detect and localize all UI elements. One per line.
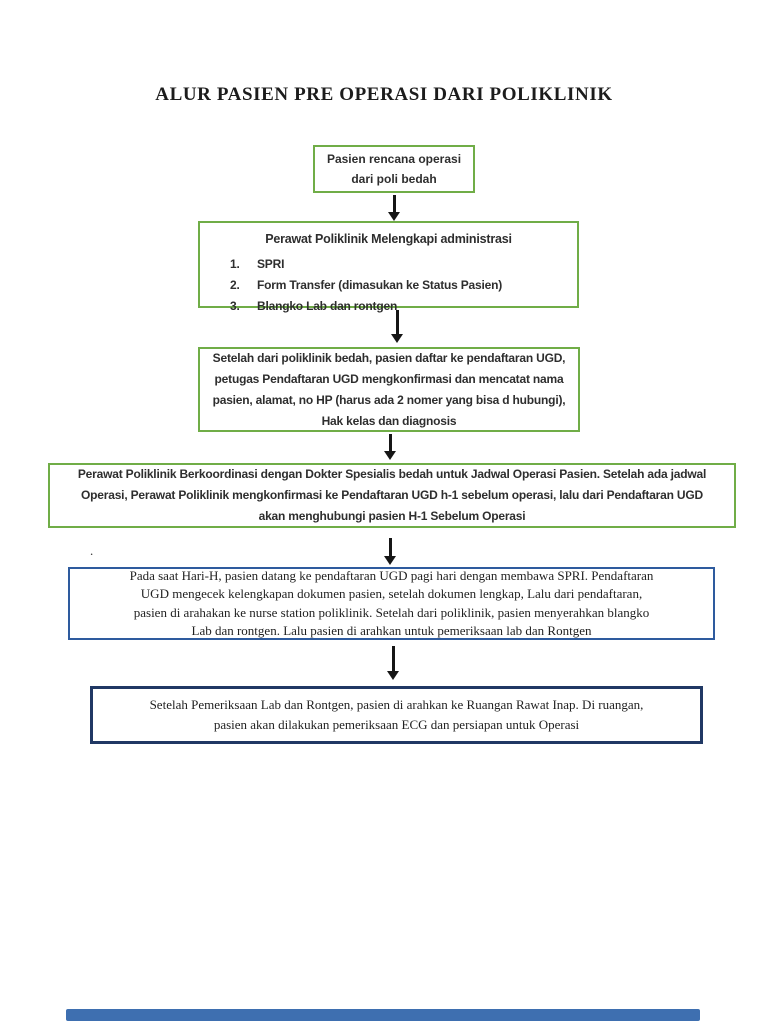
arrow-head-icon: [391, 334, 403, 343]
text-line: pasien di arahakan ke nurse station poli…: [133, 604, 650, 620]
text-line: pasien akan dilakukan pemeriksaan ECG da…: [213, 717, 580, 732]
arrow-stem: [392, 195, 396, 212]
list-number: 3.: [230, 299, 240, 313]
arrow-stem: [388, 538, 392, 556]
arrow-head-icon: [384, 556, 396, 565]
flow-box-perawat-administrasi: Perawat Poliklinik Melengkapi administra…: [198, 221, 579, 313]
flow-arrow-down-3: [384, 434, 396, 460]
list-item: 3. Blangko Lab dan rontgen: [230, 296, 577, 317]
flow-box-hari-h: Pada saat Hari-H, pasien datang ke penda…: [68, 567, 715, 640]
arrow-stem: [391, 646, 395, 671]
list-number: 2.: [230, 278, 240, 292]
text-line: Lab dan rontgen. Lalu pasien di arahkan …: [191, 623, 592, 638]
flow-box-koordinasi-dokter: Perawat Poliklinik Berkoordinasi dengan …: [48, 463, 736, 528]
arrow-stem: [388, 434, 392, 451]
text-line: Perawat Poliklinik Berkoordinasi dengan …: [77, 467, 707, 481]
arrow-head-icon: [384, 451, 396, 460]
stray-dot: .: [90, 543, 94, 558]
text-line: Operasi, Perawat Poliklinik mengkonfirma…: [81, 488, 703, 502]
flow-box-daftar-ugd: Setelah dari poliklinik bedah, pasien da…: [198, 347, 580, 432]
list-number: 1.: [230, 257, 240, 271]
text-line: Setelah dari poliklinik bedah, pasien da…: [212, 350, 566, 365]
text-line: pasien, alamat, no HP (harus ada 2 nomer…: [212, 392, 566, 407]
text-line: UGD mengecek kelengkapan dokumen pasien,…: [140, 586, 643, 601]
flow-box-pasien-rencana: Pasien rencana operasi dari poli bedah: [313, 145, 475, 193]
list-item: 2. Form Transfer (dimasukan ke Status Pa…: [230, 275, 577, 296]
arrow-stem: [395, 310, 399, 334]
text-line: petugas Pendaftaran UGD mengkonfirmasi d…: [214, 371, 564, 386]
box-heading: Perawat Poliklinik Melengkapi administra…: [265, 232, 512, 246]
flow-arrow-down-4: [384, 538, 396, 565]
text-line: Hak kelas dan diagnosis: [321, 413, 457, 428]
viewer-scrollbar[interactable]: [66, 1009, 700, 1021]
list-label: Blangko Lab dan rontgen: [257, 299, 398, 313]
arrow-head-icon: [387, 671, 399, 680]
text-line: dari poli bedah: [351, 172, 437, 186]
arrow-head-icon: [388, 212, 400, 221]
text-line: Setelah Pemeriksaan Lab dan Rontgen, pas…: [149, 697, 644, 712]
list-label: SPRI: [257, 257, 285, 271]
list-item: 1. SPRI: [230, 254, 577, 275]
flow-box-rawat-inap: Setelah Pemeriksaan Lab dan Rontgen, pas…: [90, 686, 703, 744]
numbered-list: 1. SPRI 2. Form Transfer (dimasukan ke S…: [230, 254, 577, 317]
flow-arrow-down-1: [388, 195, 400, 221]
page-title: ALUR PASIEN PRE OPERASI DARI POLIKLINIK: [155, 84, 613, 105]
text-line: Pada saat Hari-H, pasien datang ke penda…: [129, 567, 654, 583]
flow-arrow-down-5: [387, 646, 399, 680]
text-line: Pasien rencana operasi: [326, 152, 462, 166]
text-line: akan menghubungi pasien H-1 Sebelum Oper…: [258, 509, 526, 523]
flow-arrow-down-2: [391, 310, 403, 343]
list-label: Form Transfer (dimasukan ke Status Pasie…: [257, 278, 503, 292]
